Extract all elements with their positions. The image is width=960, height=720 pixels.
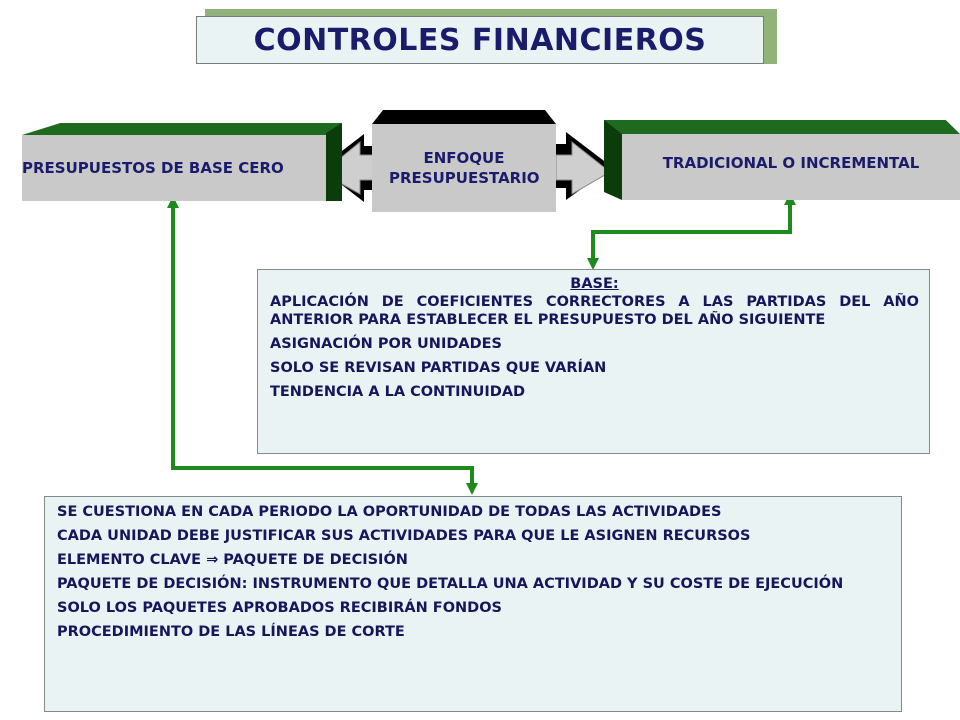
node-right-label: TRADICIONAL O INCREMENTAL bbox=[662, 154, 920, 172]
base-item: ASIGNACIÓN POR UNIDADES bbox=[270, 336, 502, 352]
node-left-label: PRESUPUESTOS DE BASE CERO bbox=[22, 159, 284, 177]
zero-item: CADA UNIDAD DEBE JUSTIFICAR SUS ACTIVIDA… bbox=[57, 528, 751, 544]
center-node-top bbox=[372, 110, 556, 124]
right-arrow bbox=[555, 140, 611, 195]
base-item: TENDENCIA A LA CONTINUIDAD bbox=[270, 384, 526, 400]
right-node-side bbox=[604, 120, 622, 200]
zero-item: PAQUETE DE DECISIÓN: INSTRUMENTO QUE DET… bbox=[57, 576, 844, 592]
right-connector-arrowhead-bottom bbox=[587, 258, 599, 270]
zero-item: SE CUESTIONA EN CADA PERIODO LA OPORTUNI… bbox=[57, 504, 722, 520]
node-tradicional-incremental: TRADICIONAL O INCREMENTAL bbox=[622, 134, 960, 200]
base-heading: BASE: bbox=[570, 276, 619, 292]
base-description-box: BASE: APLICACIÓN DE COEFICIENTES CORRECT… bbox=[257, 269, 930, 454]
page-title: CONTROLES FINANCIEROS bbox=[196, 16, 764, 64]
left-connector-line bbox=[171, 206, 474, 486]
right-connector-line bbox=[591, 203, 792, 262]
left-node-top bbox=[22, 123, 342, 135]
left-connector-arrowhead-bottom bbox=[466, 483, 478, 495]
zero-base-description-box: SE CUESTIONA EN CADA PERIODO LA OPORTUNI… bbox=[44, 496, 902, 712]
base-item: SOLO SE REVISAN PARTIDAS QUE VARÍAN bbox=[270, 360, 607, 376]
right-node-top bbox=[604, 120, 960, 134]
zero-item: SOLO LOS PAQUETES APROBADOS RECIBIRÁN FO… bbox=[57, 600, 502, 616]
node-center-label: ENFOQUE PRESUPUESTARIO bbox=[389, 149, 540, 187]
left-node-side bbox=[326, 123, 342, 201]
zero-item: ELEMENTO CLAVE ⇒ PAQUETE DE DECISIÓN bbox=[57, 552, 408, 568]
node-presupuestos-base-cero: PRESUPUESTOS DE BASE CERO bbox=[22, 135, 326, 201]
zero-item: PROCEDIMIENTO DE LAS LÍNEAS DE CORTE bbox=[57, 624, 405, 640]
left-connector-arrowhead-top bbox=[167, 196, 179, 208]
base-item: APLICACIÓN DE COEFICIENTES CORRECTORES A… bbox=[270, 294, 919, 328]
node-enfoque-presupuestario: ENFOQUE PRESUPUESTARIO bbox=[372, 124, 556, 212]
